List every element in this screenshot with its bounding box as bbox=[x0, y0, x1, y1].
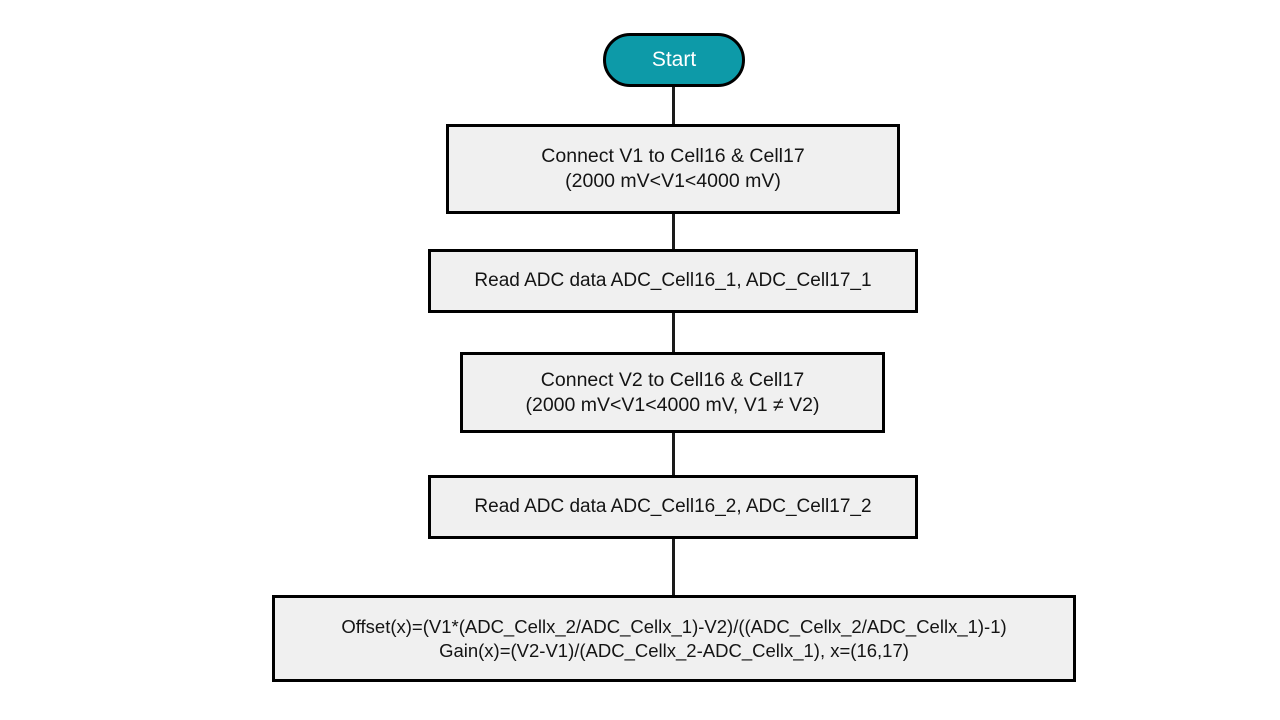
node-start-label: Start bbox=[651, 47, 697, 71]
node-connect-v1[interactable]: Connect V1 to Cell16 & Cell17 (2000 mV<V… bbox=[446, 124, 900, 214]
node-read-adc-2[interactable]: Read ADC data ADC_Cell16_2, ADC_Cell17_2 bbox=[428, 475, 918, 539]
node-connect-v2-line1: Connect V2 to Cell16 & Cell17 bbox=[540, 368, 805, 391]
node-read-adc-1-label: Read ADC data ADC_Cell16_1, ADC_Cell17_1 bbox=[474, 269, 872, 291]
node-connect-v1-line1: Connect V1 to Cell16 & Cell17 bbox=[541, 145, 805, 168]
connector-read-adc-1-to-connect-v2 bbox=[672, 311, 675, 354]
node-read-adc-1[interactable]: Read ADC data ADC_Cell16_1, ADC_Cell17_1 bbox=[428, 249, 918, 313]
node-connect-v2[interactable]: Connect V2 to Cell16 & Cell17 (2000 mV<V… bbox=[460, 352, 885, 433]
node-compute-offset-gain-line2: Gain(x)=(V2-V1)/(ADC_Cellx_2-ADC_Cellx_1… bbox=[439, 639, 909, 661]
connector-read-adc-2-to-compute-offset-gain bbox=[672, 538, 675, 597]
node-connect-v1-line2: (2000 mV<V1<4000 mV) bbox=[565, 170, 781, 192]
connector-connect-v2-to-read-adc-2 bbox=[672, 431, 675, 477]
node-compute-offset-gain[interactable]: Offset(x)=(V1*(ADC_Cellx_2/ADC_Cellx_1)-… bbox=[272, 595, 1076, 682]
node-start[interactable]: Start bbox=[603, 33, 745, 87]
node-read-adc-2-label: Read ADC data ADC_Cell16_2, ADC_Cell17_2 bbox=[474, 495, 872, 517]
connector-start-to-connect-v1 bbox=[672, 85, 675, 126]
node-compute-offset-gain-line1: Offset(x)=(V1*(ADC_Cellx_2/ADC_Cellx_1)-… bbox=[341, 615, 1007, 637]
node-connect-v2-line2: (2000 mV<V1<4000 mV, V1 ≠ V2) bbox=[525, 393, 820, 416]
connector-connect-v1-to-read-adc-1 bbox=[672, 212, 675, 251]
